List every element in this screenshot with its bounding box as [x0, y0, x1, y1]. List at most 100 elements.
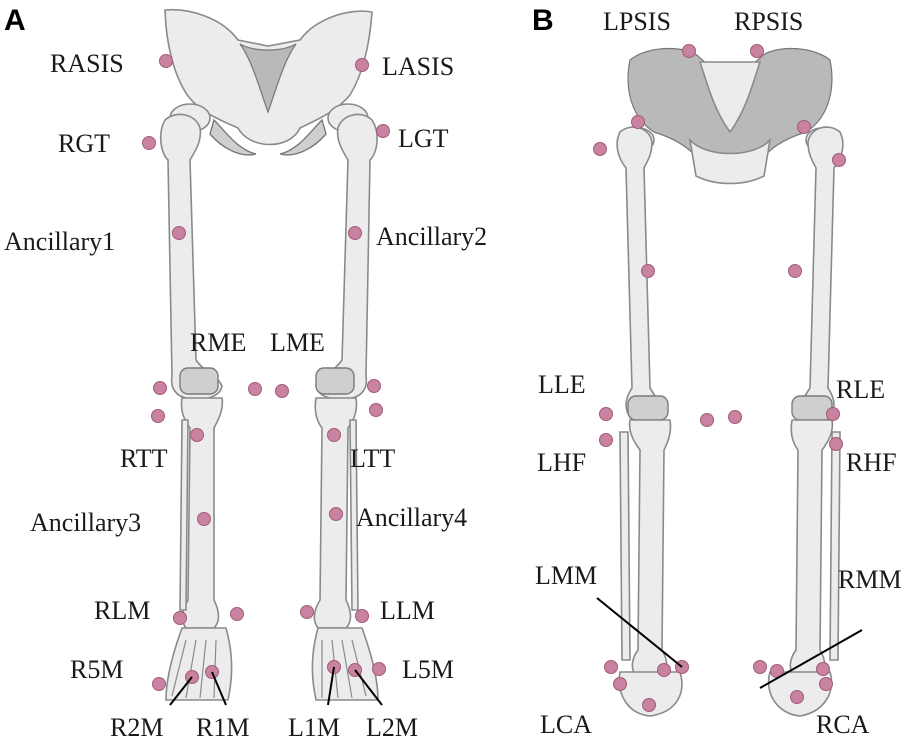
label-rmm: RMM [838, 565, 902, 594]
label-lle: LLE [538, 370, 586, 399]
marker-ancillary2 [348, 226, 362, 240]
label-l1m: L1M [288, 713, 340, 742]
label-ltt: LTT [350, 444, 395, 473]
labels-panel-a: RASIS LASIS RGT LGT Ancillary1 Ancillary… [4, 49, 487, 742]
marker-rme-b [728, 410, 742, 424]
marker-rpsis [750, 44, 764, 58]
marker-ancillary-left-b [641, 264, 655, 278]
leader-r2m [169, 676, 193, 706]
label-rasis: RASIS [50, 49, 124, 78]
label-llm: LLM [380, 596, 435, 625]
label-lgt: LGT [398, 124, 449, 153]
pelvis-posterior [621, 47, 839, 185]
heel-left-b [618, 671, 683, 717]
label-l5m: L5M [402, 655, 454, 684]
marker-rhf-a [151, 409, 165, 423]
leader-l1m [327, 666, 335, 706]
marker-lmm-inner [657, 663, 671, 677]
marker-lhf [599, 433, 613, 447]
marker-llm [355, 609, 369, 623]
label-rme: RME [190, 328, 246, 357]
label-lhf: LHF [537, 448, 586, 477]
marker-rle [826, 407, 840, 421]
marker-lle-a [367, 379, 381, 393]
leader-rmm [759, 629, 863, 689]
marker-rlm-b [816, 662, 830, 676]
knee-left-b [627, 395, 669, 421]
foot-right-a [165, 627, 233, 701]
label-lca: LCA [540, 710, 592, 739]
label-r2m: R2M [110, 713, 163, 742]
label-lpsis: LPSIS [603, 7, 671, 36]
marker-rasis-b [797, 120, 811, 134]
panel-a: A [4, 4, 487, 742]
label-lasis: LASIS [382, 52, 454, 81]
marker-rasis [159, 54, 173, 68]
knee-right-a [179, 367, 219, 395]
marker-lmm-a [300, 605, 314, 619]
femur-right-a [159, 113, 223, 401]
marker-rmm [753, 660, 767, 674]
marker-lle [599, 407, 613, 421]
label-r1m: R1M [196, 713, 249, 742]
label-lmm: LMM [535, 561, 597, 590]
marker-r5m [152, 677, 166, 691]
marker-l5m [372, 662, 386, 676]
marker-lme-b [700, 413, 714, 427]
label-ancillary4: Ancillary4 [356, 503, 467, 532]
marker-rmm-a [230, 607, 244, 621]
label-rca: RCA [816, 710, 870, 739]
marker-rle-a [153, 381, 167, 395]
leader-l2m [354, 669, 383, 706]
marker-lgt-b [593, 142, 607, 156]
knee-left-a [315, 367, 355, 395]
femur-left-b [616, 126, 663, 421]
label-ancillary3: Ancillary3 [30, 508, 141, 537]
marker-lasis [355, 58, 369, 72]
marker-lca [642, 698, 656, 712]
marker-llm-b [604, 660, 618, 674]
marker-ancillary1 [172, 226, 186, 240]
label-r5m: R5M [70, 655, 123, 684]
marker-rme [248, 382, 262, 396]
labels-panel-b: LPSIS RPSIS LLE RLE LHF RHF LMM RMM LCA … [535, 7, 902, 739]
label-rhf: RHF [846, 448, 897, 477]
marker-lpsis [682, 44, 696, 58]
label-rpsis: RPSIS [734, 7, 803, 36]
marker-ancillary4 [329, 507, 343, 521]
marker-ltt [327, 428, 341, 442]
marker-lhf-a [369, 403, 383, 417]
femur-left-a [315, 113, 378, 401]
marker-rhf [829, 437, 843, 451]
marker-l5m-b [613, 677, 627, 691]
panel-b: B [532, 4, 902, 739]
label-rlm: RLM [94, 596, 150, 625]
marker-r5m-b [819, 677, 833, 691]
label-ancillary1: Ancillary1 [4, 227, 115, 256]
panel-a-letter: A [4, 4, 26, 37]
leaders-panel-a [169, 666, 383, 706]
label-rtt: RTT [120, 444, 168, 473]
marker-ancillary-right-b [788, 264, 802, 278]
marker-rgt-b [832, 153, 846, 167]
label-rle: RLE [836, 375, 885, 404]
label-rgt: RGT [58, 129, 110, 158]
marker-rgt [142, 136, 156, 150]
marker-ancillary3 [197, 512, 211, 526]
leaders-panel-b [596, 597, 863, 689]
label-l2m: L2M [366, 713, 418, 742]
label-lme: LME [270, 328, 325, 357]
marker-lgt [376, 124, 390, 138]
marker-lme [275, 384, 289, 398]
marker-rtt [190, 428, 204, 442]
marker-rca [790, 690, 804, 704]
leader-r1m [211, 671, 227, 706]
foot-left-a [311, 627, 379, 701]
label-ancillary2: Ancillary2 [376, 222, 487, 251]
tibia-right-b [789, 419, 841, 677]
marker-lasis-b [631, 115, 645, 129]
leader-lmm [596, 597, 683, 668]
knee-right-b [791, 395, 833, 421]
marker-rlm [173, 611, 187, 625]
